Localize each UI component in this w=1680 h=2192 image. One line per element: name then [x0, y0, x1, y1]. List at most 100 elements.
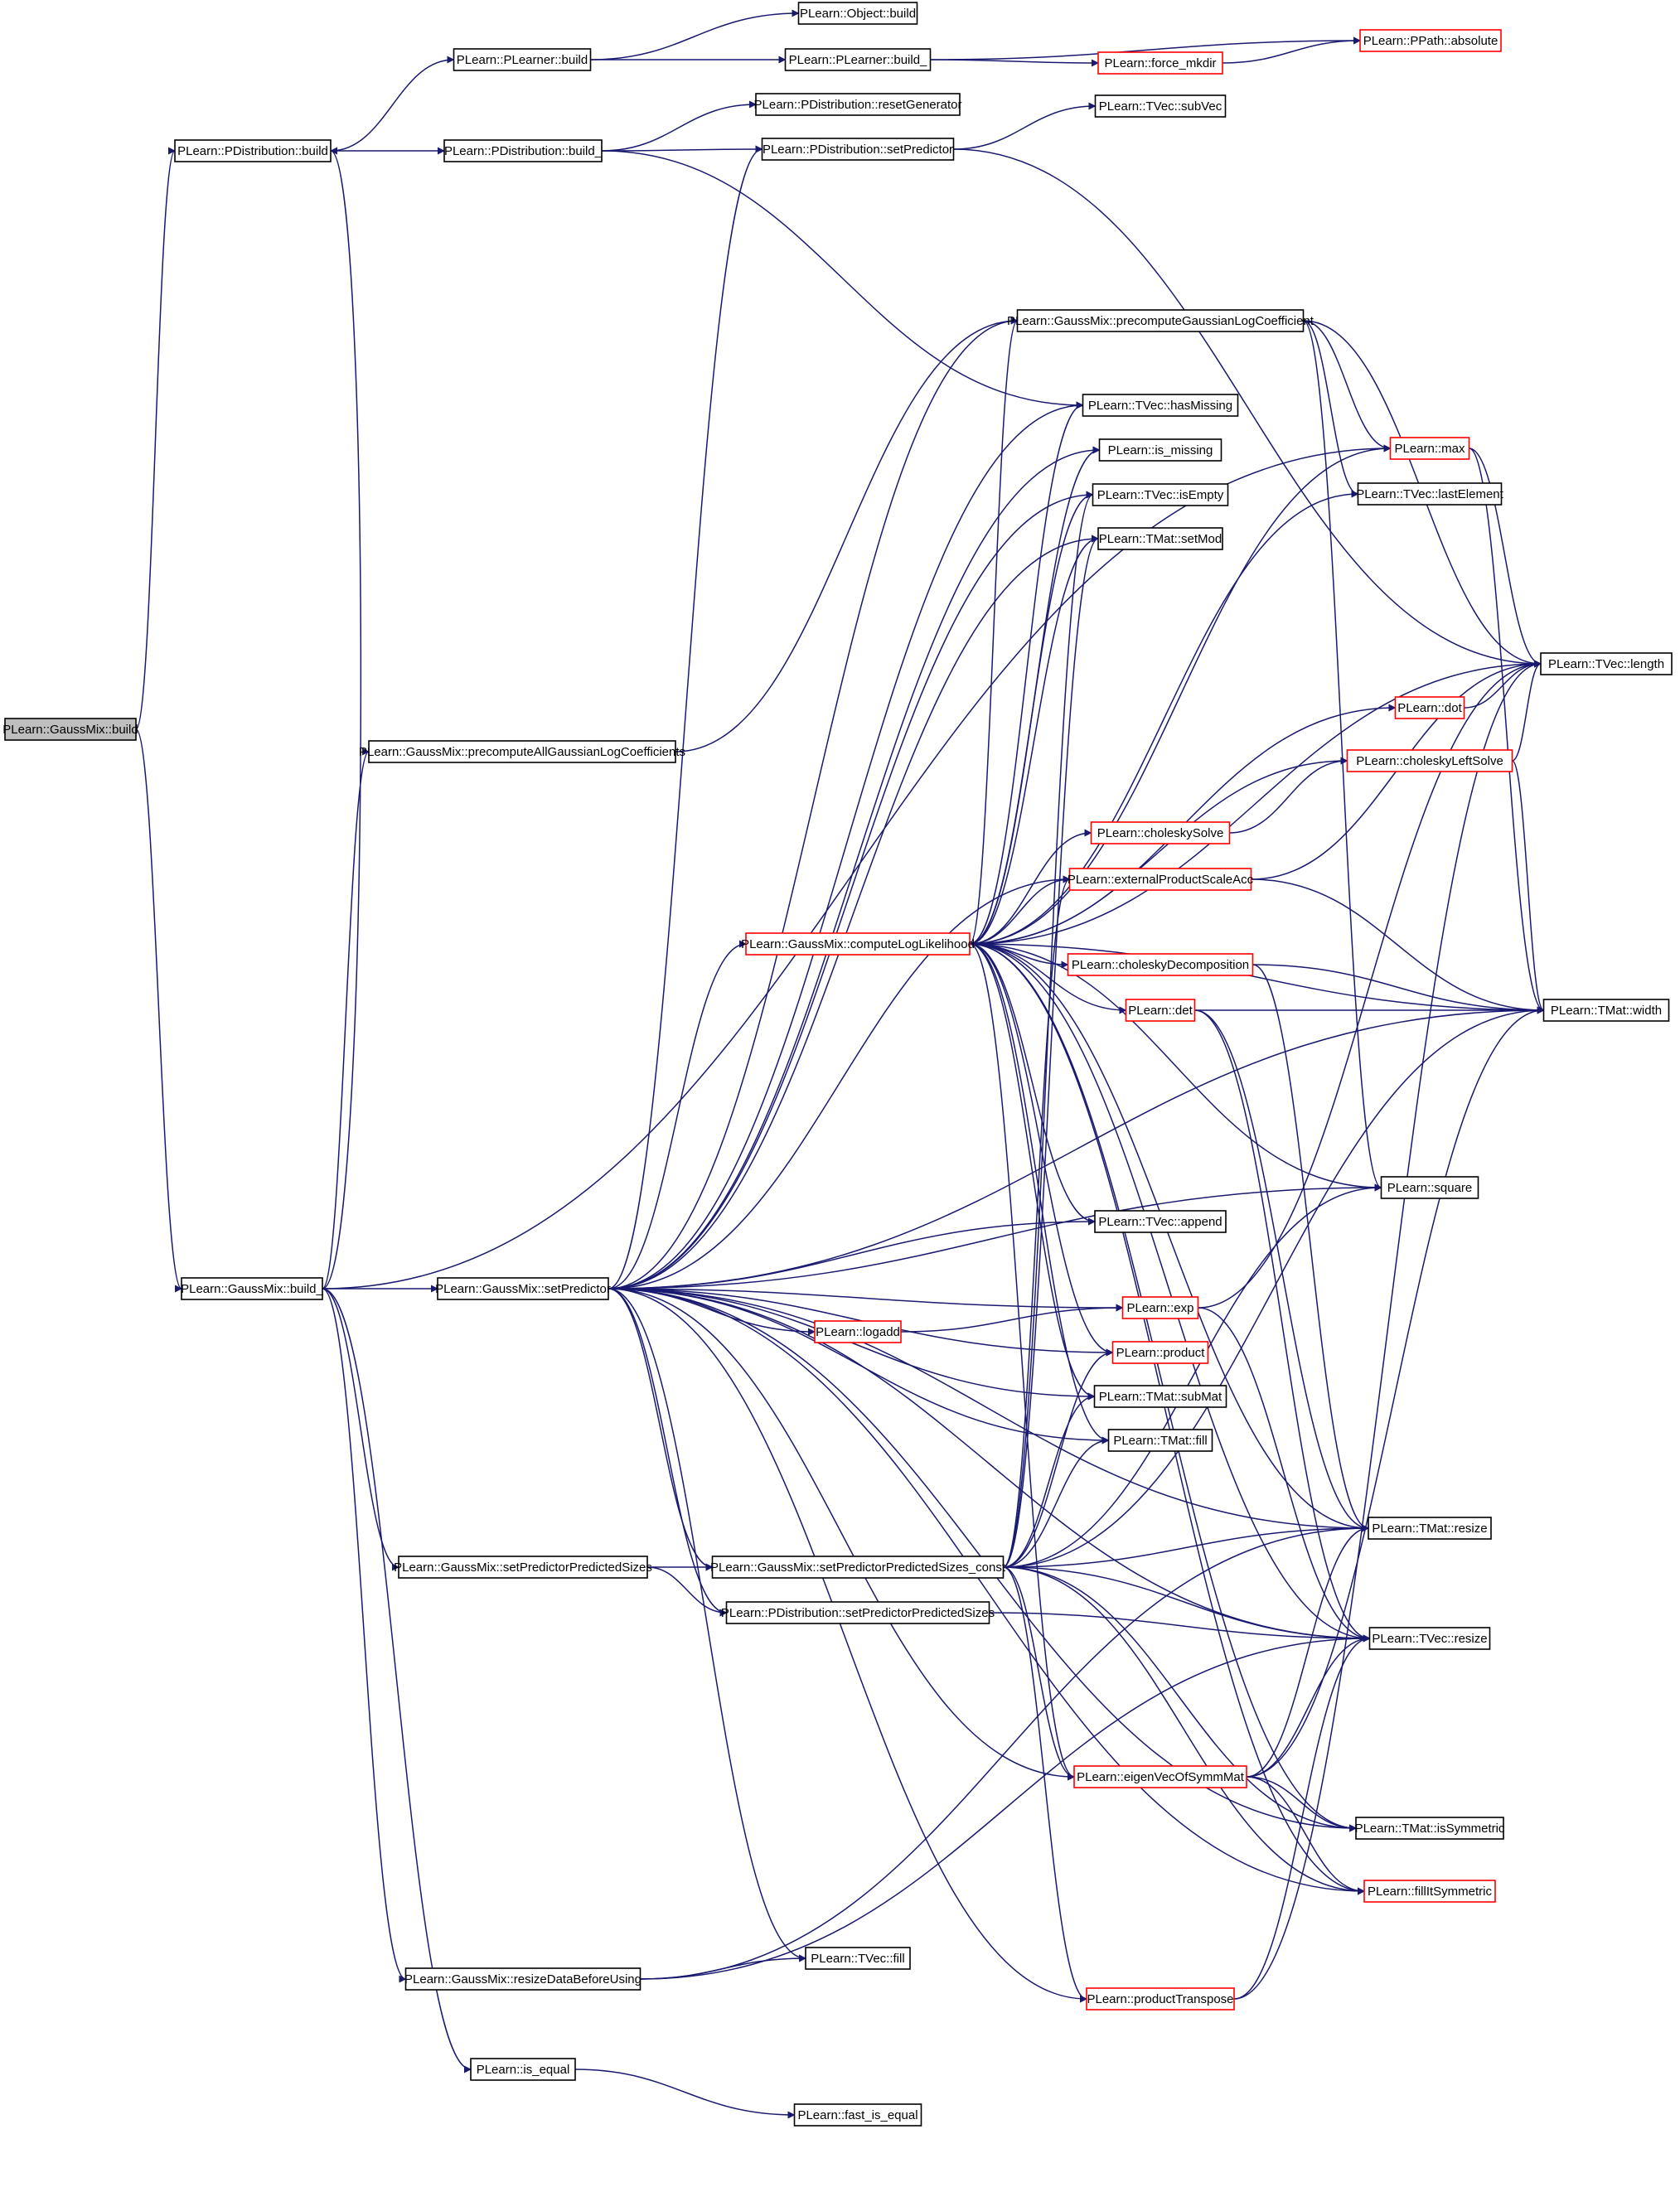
- node-box: [1097, 527, 1223, 550]
- node-label: PLearn::PDistribution::resetGenerator: [754, 98, 962, 112]
- node-tmat-resize[interactable]: PLearn::TMat::resize: [1368, 1517, 1492, 1540]
- node-max[interactable]: PLearn::max: [1389, 437, 1470, 460]
- edge-root-to-gm_build_: [135, 728, 182, 1293]
- node-is-missing[interactable]: PLearn::is_missing: [1098, 438, 1222, 462]
- edge-gm_setpred-to-exp: [608, 1288, 1124, 1312]
- edge-gm_setpps-to-pd_setpps: [646, 1566, 728, 1617]
- node-label: PLearn::GaussMix::computeLogLikelihood: [741, 937, 975, 951]
- edge-gm_setpps_c-to-tmat_setmod: [1003, 535, 1099, 1568]
- edge-gm_setpred-to-tvec_resize: [608, 1288, 1371, 1643]
- node-label: PLearn::TMat::resize: [1372, 1522, 1487, 1536]
- edge-gm_setpred-to-fillsym: [608, 1288, 1365, 1895]
- node-label: PLearn::GaussMix::build: [2, 723, 138, 737]
- node-ext-prod[interactable]: PLearn::externalProductScaleAcc: [1068, 868, 1254, 891]
- node-label: PLearn::TVec::fill: [811, 1952, 904, 1966]
- node-tvec-append[interactable]: PLearn::TVec::append: [1094, 1210, 1227, 1233]
- node-gm-resize[interactable]: PLearn::GaussMix::resizeDataBeforeUsing: [404, 1967, 641, 1991]
- node-ppath-abs[interactable]: PLearn::PPath::absolute: [1359, 29, 1502, 52]
- node-prod-t[interactable]: PLearn::productTranspose: [1086, 1987, 1235, 2011]
- node-chol-left[interactable]: PLearn::choleskyLeftSolve: [1346, 749, 1513, 772]
- node-box: [398, 1556, 648, 1579]
- node-force-mkdir[interactable]: PLearn::force_mkdir: [1097, 51, 1223, 75]
- node-gm-computell[interactable]: PLearn::GaussMix::computeLogLikelihood: [741, 932, 975, 956]
- edge-gm_setpred-to-tvec_hasmissing: [608, 401, 1084, 1290]
- node-label: PLearn::TVec::lastElement: [1356, 487, 1503, 501]
- node-box: [745, 932, 971, 956]
- node-obj-build[interactable]: PLearn::Object::build: [797, 2, 918, 25]
- node-gm-setpred[interactable]: PLearn::GaussMix::setPredictor: [435, 1277, 611, 1300]
- node-pd-build[interactable]: PLearn::PDistribution::build: [174, 139, 332, 162]
- node-fast-is-equal[interactable]: PLearn::fast_is_equal: [793, 2103, 922, 2127]
- node-det[interactable]: PLearn::det: [1125, 999, 1196, 1022]
- node-exp[interactable]: PLearn::exp: [1121, 1296, 1199, 1319]
- node-tmat-submat[interactable]: PLearn::TMat::subMat: [1093, 1385, 1227, 1408]
- node-box: [1094, 94, 1227, 118]
- edge-chol_decomp-to-tmat_resize: [1252, 964, 1369, 1532]
- node-pl-build-[interactable]: PLearn::PLearner::build_: [784, 48, 932, 71]
- node-box: [1082, 394, 1239, 417]
- edge-gm_computell-to-tvec_lastel: [969, 490, 1359, 945]
- node-label: PLearn::productTranspose: [1087, 1992, 1233, 2006]
- node-label: PLearn::PDistribution::build_: [444, 144, 603, 158]
- node-tmat-fill[interactable]: PLearn::TMat::fill: [1107, 1429, 1213, 1452]
- node-tmat-setmod[interactable]: PLearn::TMat::setMod: [1097, 527, 1223, 550]
- node-tvec-resize[interactable]: PLearn::TVec::resize: [1368, 1627, 1491, 1650]
- node-root[interactable]: PLearn::GaussMix::build: [2, 718, 138, 741]
- node-label: PLearn::GaussMix::setPredictor: [435, 1282, 611, 1296]
- node-tvec-isempty[interactable]: PLearn::TVec::isEmpty: [1092, 483, 1229, 506]
- node-gm-precompute[interactable]: PLearn::GaussMix::precomputeGaussianLogC…: [1007, 309, 1314, 332]
- edge-chol_left-to-tmat_width: [1511, 760, 1545, 1014]
- edge-gm_setpred-to-tvec_isempty: [608, 491, 1094, 1290]
- edge-gm_resize-to-tmat_resize: [640, 1524, 1369, 1980]
- edge-gm_computell-to-chol_left: [969, 757, 1348, 945]
- edge-gm_setpred-to-gm_computell: [608, 940, 747, 1290]
- node-square[interactable]: PLearn::square: [1380, 1176, 1479, 1199]
- node-gm-setpps-c[interactable]: PLearn::GaussMix::setPredictorPredictedS…: [710, 1556, 1006, 1579]
- node-dot[interactable]: PLearn::dot: [1394, 696, 1465, 719]
- node-box: [1107, 1429, 1213, 1452]
- node-logadd[interactable]: PLearn::logadd: [814, 1320, 902, 1343]
- node-tvec-subvec[interactable]: PLearn::TVec::subVec: [1094, 94, 1227, 118]
- node-gm-setpps[interactable]: PLearn::GaussMix::setPredictorPredictedS…: [394, 1556, 652, 1579]
- edge-gm_setpps_c-to-tmat_issym: [1003, 1566, 1357, 1832]
- node-gm-build-[interactable]: PLearn::GaussMix::build_: [181, 1277, 324, 1300]
- node-tvec-lastel[interactable]: PLearn::TVec::lastElement: [1356, 482, 1504, 506]
- edge-gm_setpps_c-to-tmat_fill: [1003, 1436, 1110, 1568]
- edge-pl_build_-to-ppath_abs: [930, 36, 1361, 60]
- node-label: PLearn::is_equal: [477, 2063, 570, 2077]
- node-label: PLearn::GaussMix::setPredictorPredictedS…: [394, 1561, 652, 1575]
- node-gm-precomputeall[interactable]: PLearn::GaussMix::precomputeAllGaussianL…: [359, 740, 685, 763]
- node-pd-build-[interactable]: PLearn::PDistribution::build_: [443, 139, 603, 162]
- node-box: [174, 139, 332, 162]
- node-pd-resetgen[interactable]: PLearn::PDistribution::resetGenerator: [754, 93, 962, 116]
- node-label: PLearn::GaussMix::build_: [181, 1282, 323, 1296]
- node-chol-decomp[interactable]: PLearn::choleskyDecomposition: [1067, 953, 1254, 976]
- node-label: PLearn::TVec::subVec: [1099, 99, 1222, 114]
- node-label: PLearn::TVec::length: [1548, 657, 1664, 671]
- node-tvec-length[interactable]: PLearn::TVec::length: [1540, 652, 1673, 675]
- node-box: [1094, 1210, 1227, 1233]
- node-is-equal[interactable]: PLearn::is_equal: [470, 2058, 576, 2081]
- node-product[interactable]: PLearn::product: [1111, 1341, 1209, 1364]
- node-chol-solve[interactable]: PLearn::choleskySolve: [1090, 821, 1231, 844]
- node-label: PLearn::TVec::resize: [1372, 1632, 1487, 1646]
- edge-chol_decomp-to-tmat_width: [1252, 964, 1545, 1014]
- node-label: PLearn::TMat::width: [1551, 1004, 1662, 1018]
- node-eigen[interactable]: PLearn::eigenVecOfSymmMat: [1073, 1765, 1247, 1788]
- node-box: [1368, 1627, 1491, 1650]
- edge-gm_setpps_c-to-tvec_resize: [1003, 1566, 1371, 1643]
- node-pl-build[interactable]: PLearn::PLearner::build: [453, 48, 592, 71]
- node-box: [1346, 749, 1513, 772]
- node-box: [1357, 482, 1503, 506]
- node-box: [711, 1556, 1005, 1579]
- node-pd-setpred[interactable]: PLearn::PDistribution::setPredictor: [761, 138, 955, 161]
- node-tvec-fill[interactable]: PLearn::TVec::fill: [805, 1947, 911, 1970]
- node-box: [805, 1947, 911, 1970]
- node-fillsym[interactable]: PLearn::fillItSymmetric: [1363, 1880, 1496, 1903]
- node-box: [1121, 1296, 1199, 1319]
- edge-force_mkdir-to-ppath_abs: [1222, 36, 1361, 64]
- node-tvec-hasmissing[interactable]: PLearn::TVec::hasMissing: [1082, 394, 1239, 417]
- node-tmat-issym[interactable]: PLearn::TMat::isSymmetric: [1355, 1817, 1505, 1840]
- node-tmat-width[interactable]: PLearn::TMat::width: [1542, 999, 1670, 1022]
- node-pd-setpps[interactable]: PLearn::PDistribution::setPredictorPredi…: [721, 1601, 995, 1624]
